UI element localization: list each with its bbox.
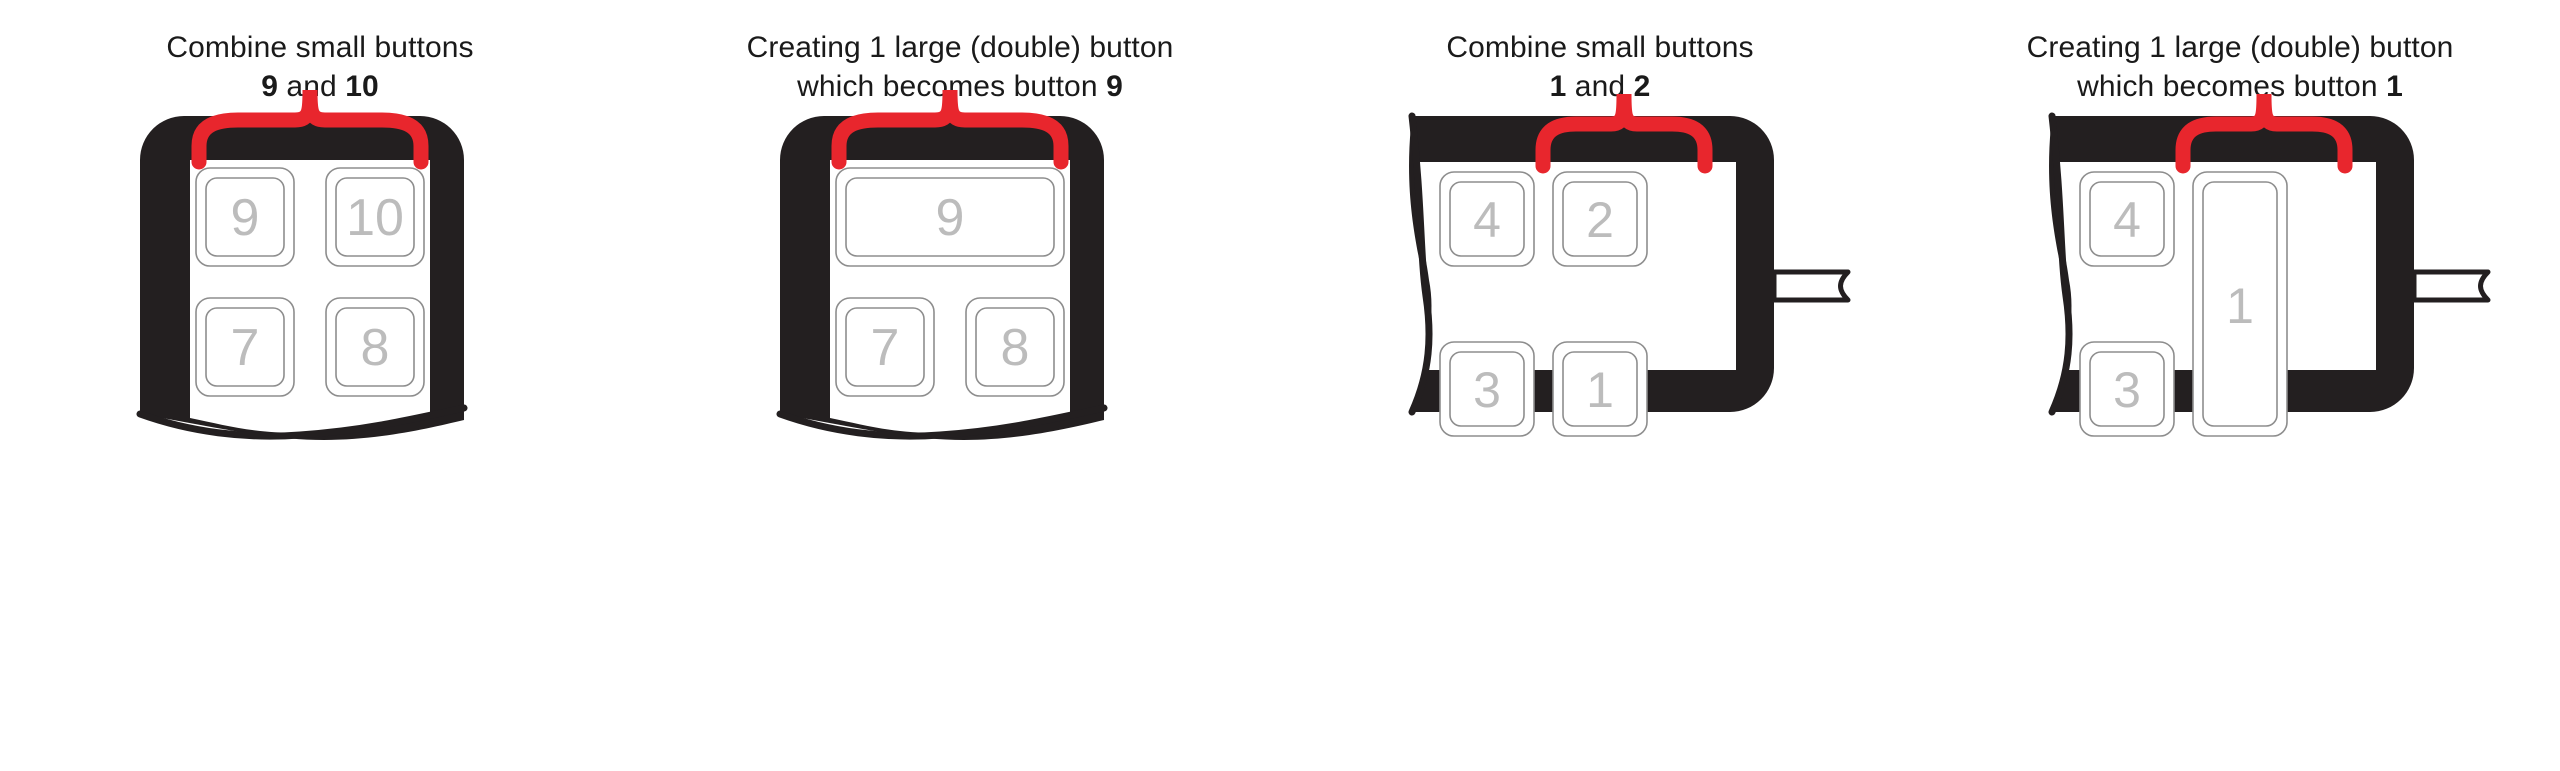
key-label: 1 — [1586, 362, 1614, 418]
key-label: 8 — [1001, 319, 1030, 377]
key-10[interactable]: 10 — [325, 167, 425, 267]
key-label: 9 — [936, 189, 965, 247]
key-label: 7 — [871, 319, 900, 377]
panel-1: Combine small buttons 9 and 10 9 — [0, 0, 640, 771]
key-8[interactable]: 8 — [965, 297, 1065, 397]
key-inner — [845, 307, 925, 387]
panel-4: Creating 1 large (double) button which b… — [1920, 0, 2560, 771]
torn-edge — [1408, 112, 1433, 416]
panel-3-caption: Combine small buttons 1 and 2 — [1280, 28, 1920, 106]
panel-1-caption: Combine small buttons 9 and 10 — [0, 28, 640, 106]
panel-4-caption-prefix: which becomes button — [2077, 70, 2387, 103]
panel-3-caption-bold-b: 2 — [1633, 70, 1651, 103]
key-3[interactable]: 3 — [1439, 341, 1535, 437]
key-4[interactable]: 4 — [2079, 171, 2175, 267]
key-inner — [975, 307, 1055, 387]
panel-1-caption-bold-b: 10 — [345, 70, 379, 103]
key-inner — [2089, 351, 2165, 427]
key-label: 3 — [2113, 362, 2141, 418]
key-inner — [335, 307, 415, 387]
key-7[interactable]: 7 — [835, 297, 935, 397]
key-inner — [205, 307, 285, 387]
torn-edge — [776, 404, 1108, 440]
panel-4-caption-line2: which becomes button 1 — [1920, 67, 2560, 106]
key-4[interactable]: 4 — [1439, 171, 1535, 267]
key-8[interactable]: 8 — [325, 297, 425, 397]
torn-edge — [136, 404, 468, 440]
key-inner — [205, 177, 285, 257]
key-7[interactable]: 7 — [195, 297, 295, 397]
combine-brace-icon — [2175, 93, 2353, 174]
panel-1-caption-bold-a: 9 — [261, 70, 278, 103]
combine-brace-icon — [1535, 93, 1713, 174]
panel-3: Combine small buttons 1 and 2 4 — [1280, 0, 1920, 771]
key-inner — [845, 177, 1055, 257]
key-inner — [1562, 181, 1638, 257]
panel-2: Creating 1 large (double) button which b… — [640, 0, 1280, 771]
key-inner — [2202, 181, 2278, 427]
key-label: 9 — [231, 189, 260, 247]
panel-2-figure: 9 7 8 — [640, 84, 1280, 744]
key-label: 4 — [1473, 192, 1501, 248]
key-inner — [1562, 351, 1638, 427]
key-label: 2 — [1586, 192, 1614, 248]
panel-3-caption-line1: Combine small buttons — [1446, 31, 1754, 64]
panel-2-caption-bold-a: 9 — [1106, 70, 1123, 103]
key-label: 10 — [346, 189, 404, 247]
key-inner — [1449, 181, 1525, 257]
key-inner — [1449, 351, 1525, 427]
key-label: 3 — [1473, 362, 1501, 418]
panel-3-caption-bold-a: 1 — [1549, 70, 1567, 103]
panel-1-figure: 9 10 7 8 — [0, 84, 640, 744]
key-inner — [2089, 181, 2165, 257]
torn-edge — [2048, 112, 2073, 416]
side-tab-icon — [2411, 269, 2491, 303]
combine-brace-icon — [191, 89, 429, 170]
panel-4-caption-bold-a: 1 — [2386, 70, 2403, 103]
panel-3-figure: 4 2 3 1 — [1280, 84, 1920, 744]
key-1-tall[interactable]: 1 — [2192, 171, 2288, 437]
key-label: 8 — [361, 319, 390, 377]
panel-4-caption-line1: Creating 1 large (double) button — [2026, 31, 2454, 64]
key-9[interactable]: 9 — [195, 167, 295, 267]
panel-4-caption: Creating 1 large (double) button which b… — [1920, 28, 2560, 106]
key-2[interactable]: 2 — [1552, 171, 1648, 267]
key-inner — [335, 177, 415, 257]
key-1[interactable]: 1 — [1552, 341, 1648, 437]
combine-brace-icon — [831, 89, 1069, 170]
key-9-wide[interactable]: 9 — [835, 167, 1065, 267]
key-label: 7 — [231, 319, 260, 377]
key-label: 1 — [2226, 278, 2254, 334]
panel-2-caption-line1: Creating 1 large (double) button — [746, 31, 1174, 64]
key-3[interactable]: 3 — [2079, 341, 2175, 437]
side-tab-icon — [1771, 269, 1851, 303]
key-label: 4 — [2113, 192, 2141, 248]
panel-4-figure: 4 3 1 — [1920, 84, 2560, 744]
panel-1-caption-line1: Combine small buttons — [166, 31, 474, 64]
